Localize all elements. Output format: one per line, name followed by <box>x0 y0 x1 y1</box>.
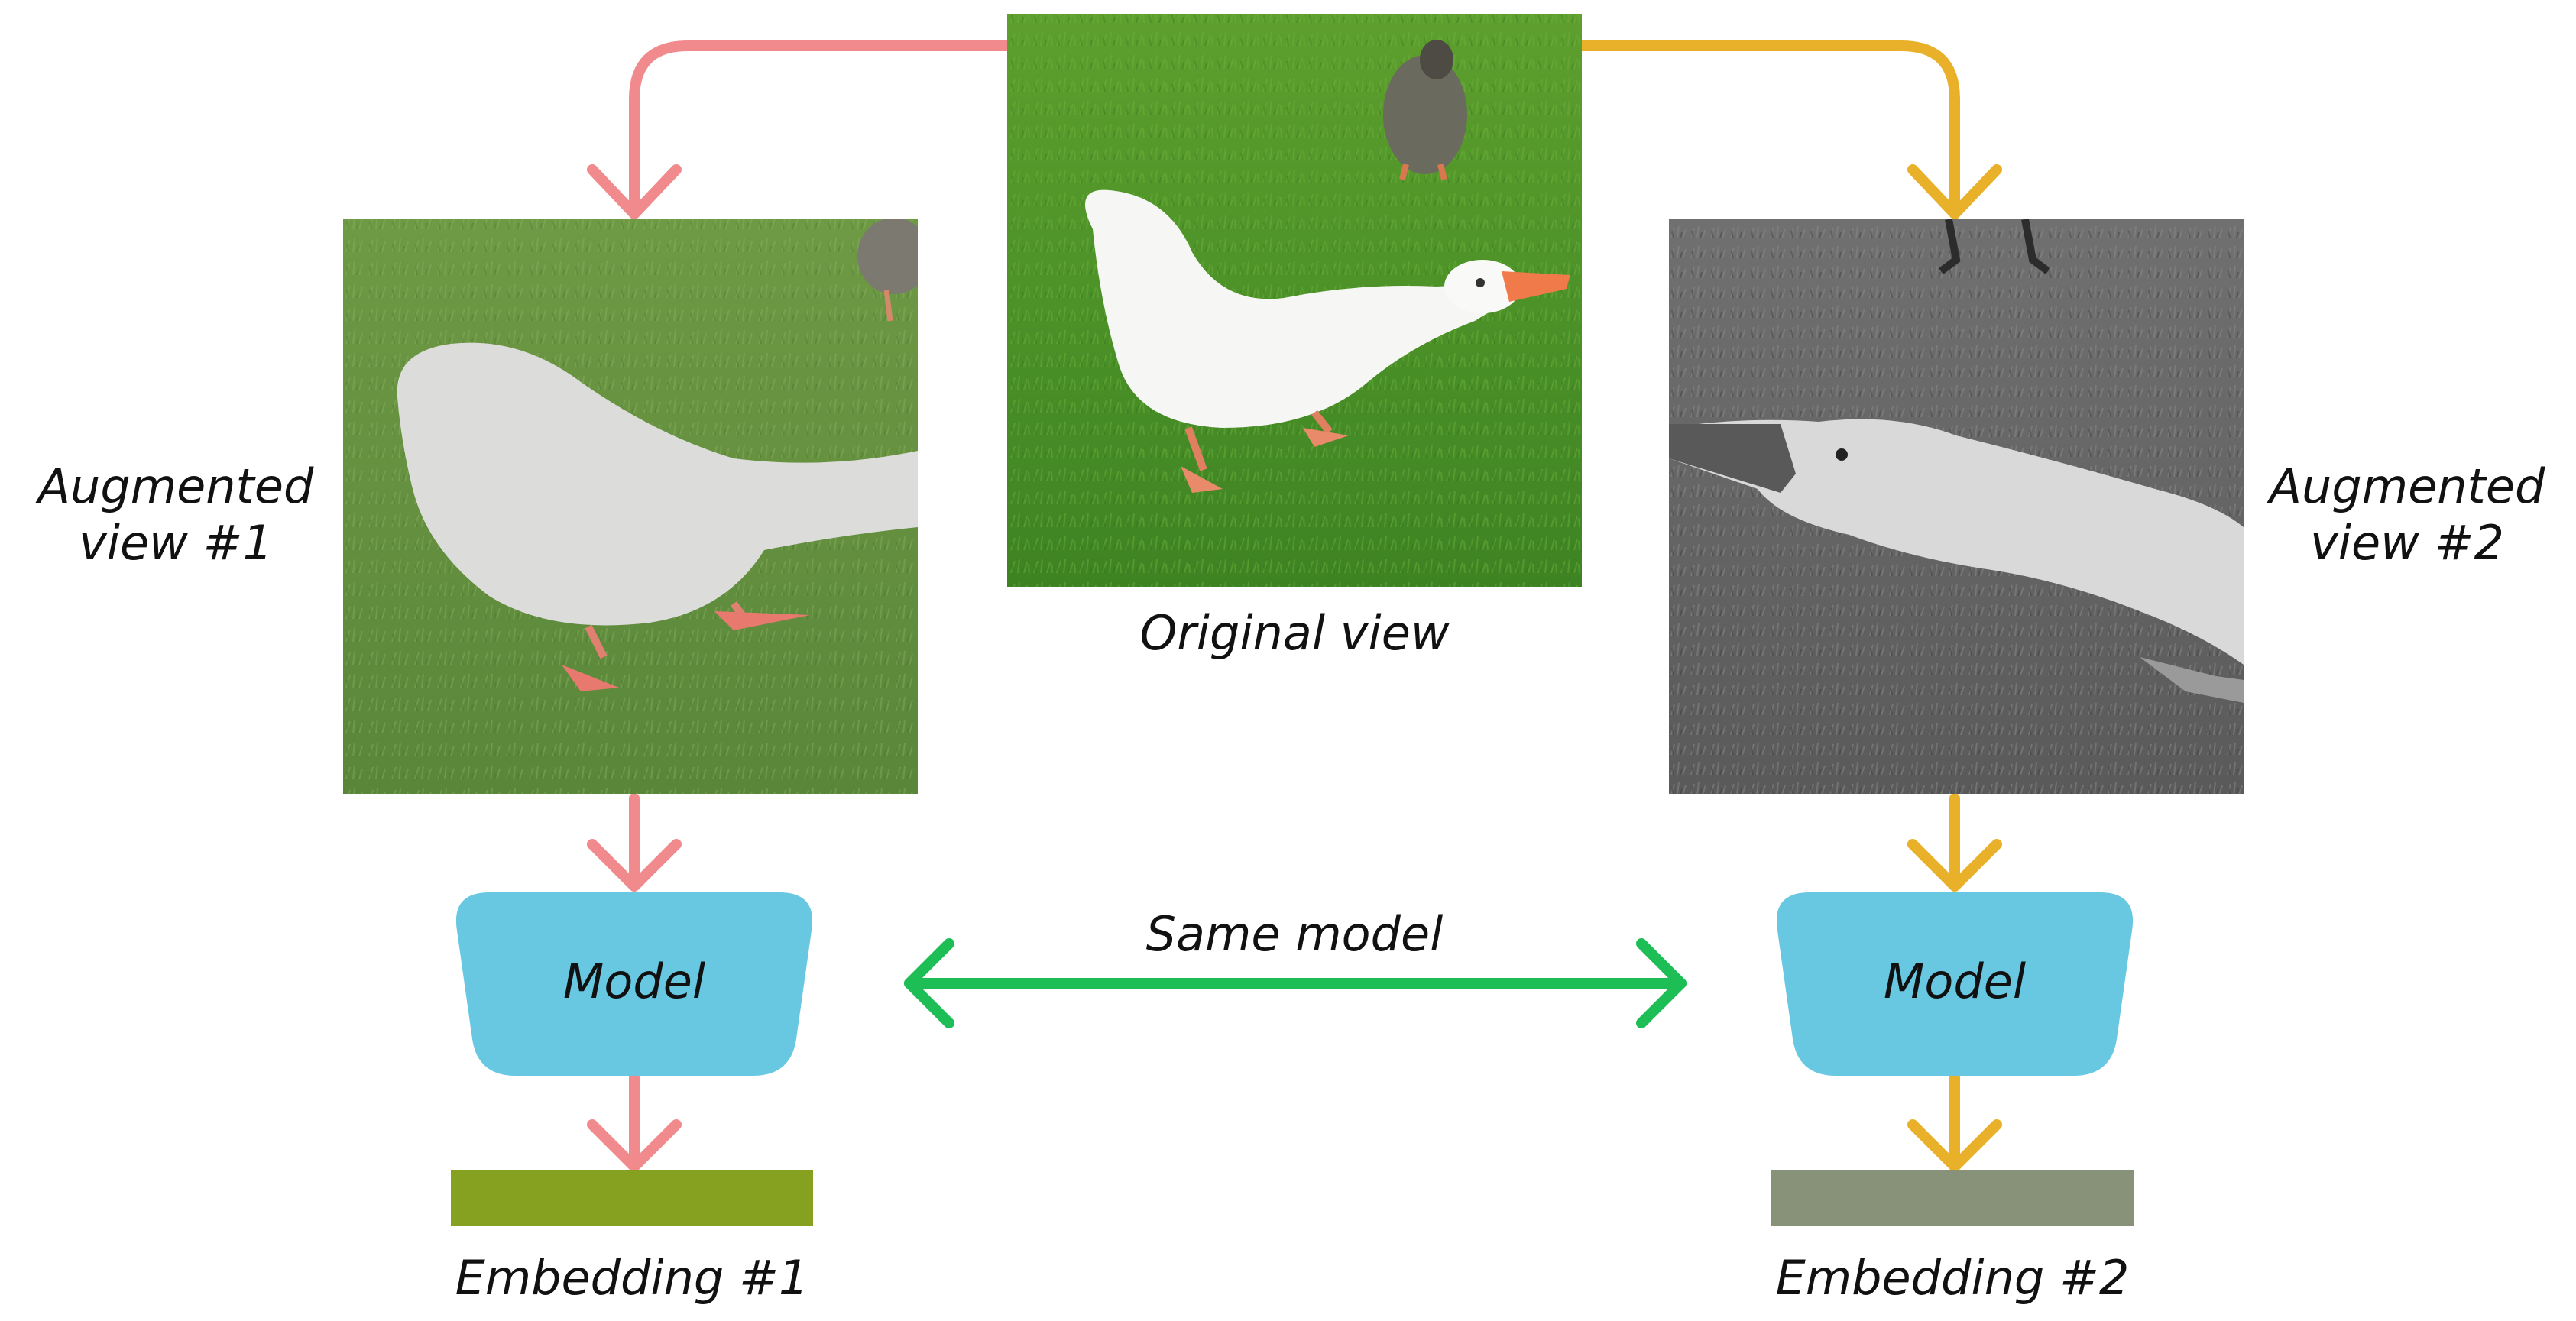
embedding-2-label: Embedding #2 <box>1775 1250 2130 1306</box>
arrow-model-to-embedding-2 <box>1907 1072 2002 1172</box>
augmented-view-1-label: Augmented view #1 <box>37 458 314 571</box>
model-left-shape <box>455 892 813 1076</box>
original-view-label: Original view <box>1139 605 1450 661</box>
model-right-label: Model <box>1883 954 2027 1009</box>
arrow-augmented-2-to-model <box>1907 793 2002 892</box>
model-left-label: Model <box>562 954 706 1009</box>
augmented-goose-2 <box>1669 419 2244 703</box>
same-model-double-arrow <box>904 938 1687 1028</box>
embedding-1-bar <box>451 1170 813 1226</box>
augmented-goose-1 <box>397 342 918 691</box>
augmented-image-1 <box>343 219 918 794</box>
arrow-original-to-augmented-1 <box>587 40 1013 219</box>
augmented-view-2-label: Augmented view #2 <box>2269 458 2545 571</box>
arrow-original-to-augmented-2 <box>1576 40 2002 219</box>
augmented-image-2 <box>1669 219 2244 794</box>
white-goose <box>1085 189 1570 493</box>
background-goose <box>1383 40 1467 180</box>
arrow-augmented-1-to-model <box>587 793 682 892</box>
arrow-model-to-embedding-1 <box>587 1072 682 1172</box>
embedding-1-label: Embedding #1 <box>455 1250 809 1306</box>
model-right-shape <box>1776 892 2134 1076</box>
original-image <box>1007 14 1582 587</box>
same-model-label: Same model <box>1145 906 1444 962</box>
embedding-2-bar <box>1771 1170 2134 1226</box>
